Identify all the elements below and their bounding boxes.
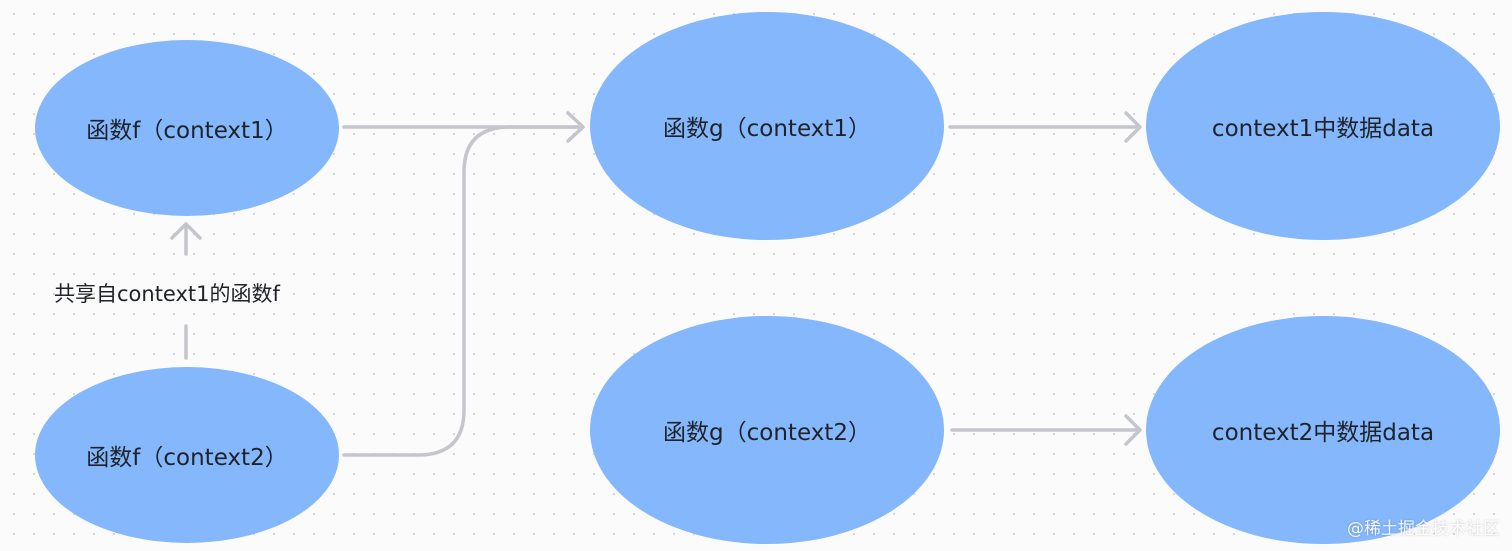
watermark: @稀土掘金技术社区: [1347, 519, 1500, 539]
node-function-f-context1: 函数f（context1）: [35, 40, 339, 216]
node-data-context1: context1中数据data: [1146, 12, 1500, 240]
edge-g2-to-d2-arrowhead: [1124, 414, 1142, 446]
edge-label-shared: 共享自context1的函数f: [54, 282, 280, 306]
node-label: 函数g（context1）: [663, 116, 871, 142]
edge-g1-to-d1-arrowhead: [1124, 111, 1142, 143]
node-function-f-context2: 函数f（context2）: [35, 367, 339, 543]
node-label: context1中数据data: [1211, 116, 1435, 142]
node-label: context2中数据data: [1211, 420, 1435, 446]
node-label: 函数f（context1）: [86, 118, 288, 144]
node-label: 函数f（context2）: [86, 445, 288, 471]
node-label: 函数g（context2）: [663, 420, 871, 446]
node-function-g-context1: 函数g（context1）: [590, 12, 944, 240]
edge-f1-to-g1-arrowhead: [566, 111, 585, 143]
node-data-context2: context2中数据data: [1146, 316, 1500, 544]
node-function-g-context2: 函数g（context2）: [590, 316, 944, 544]
edge-f2-to-g1: [342, 125, 580, 457]
edge-f2-to-f1-arrowhead: [170, 222, 202, 240]
